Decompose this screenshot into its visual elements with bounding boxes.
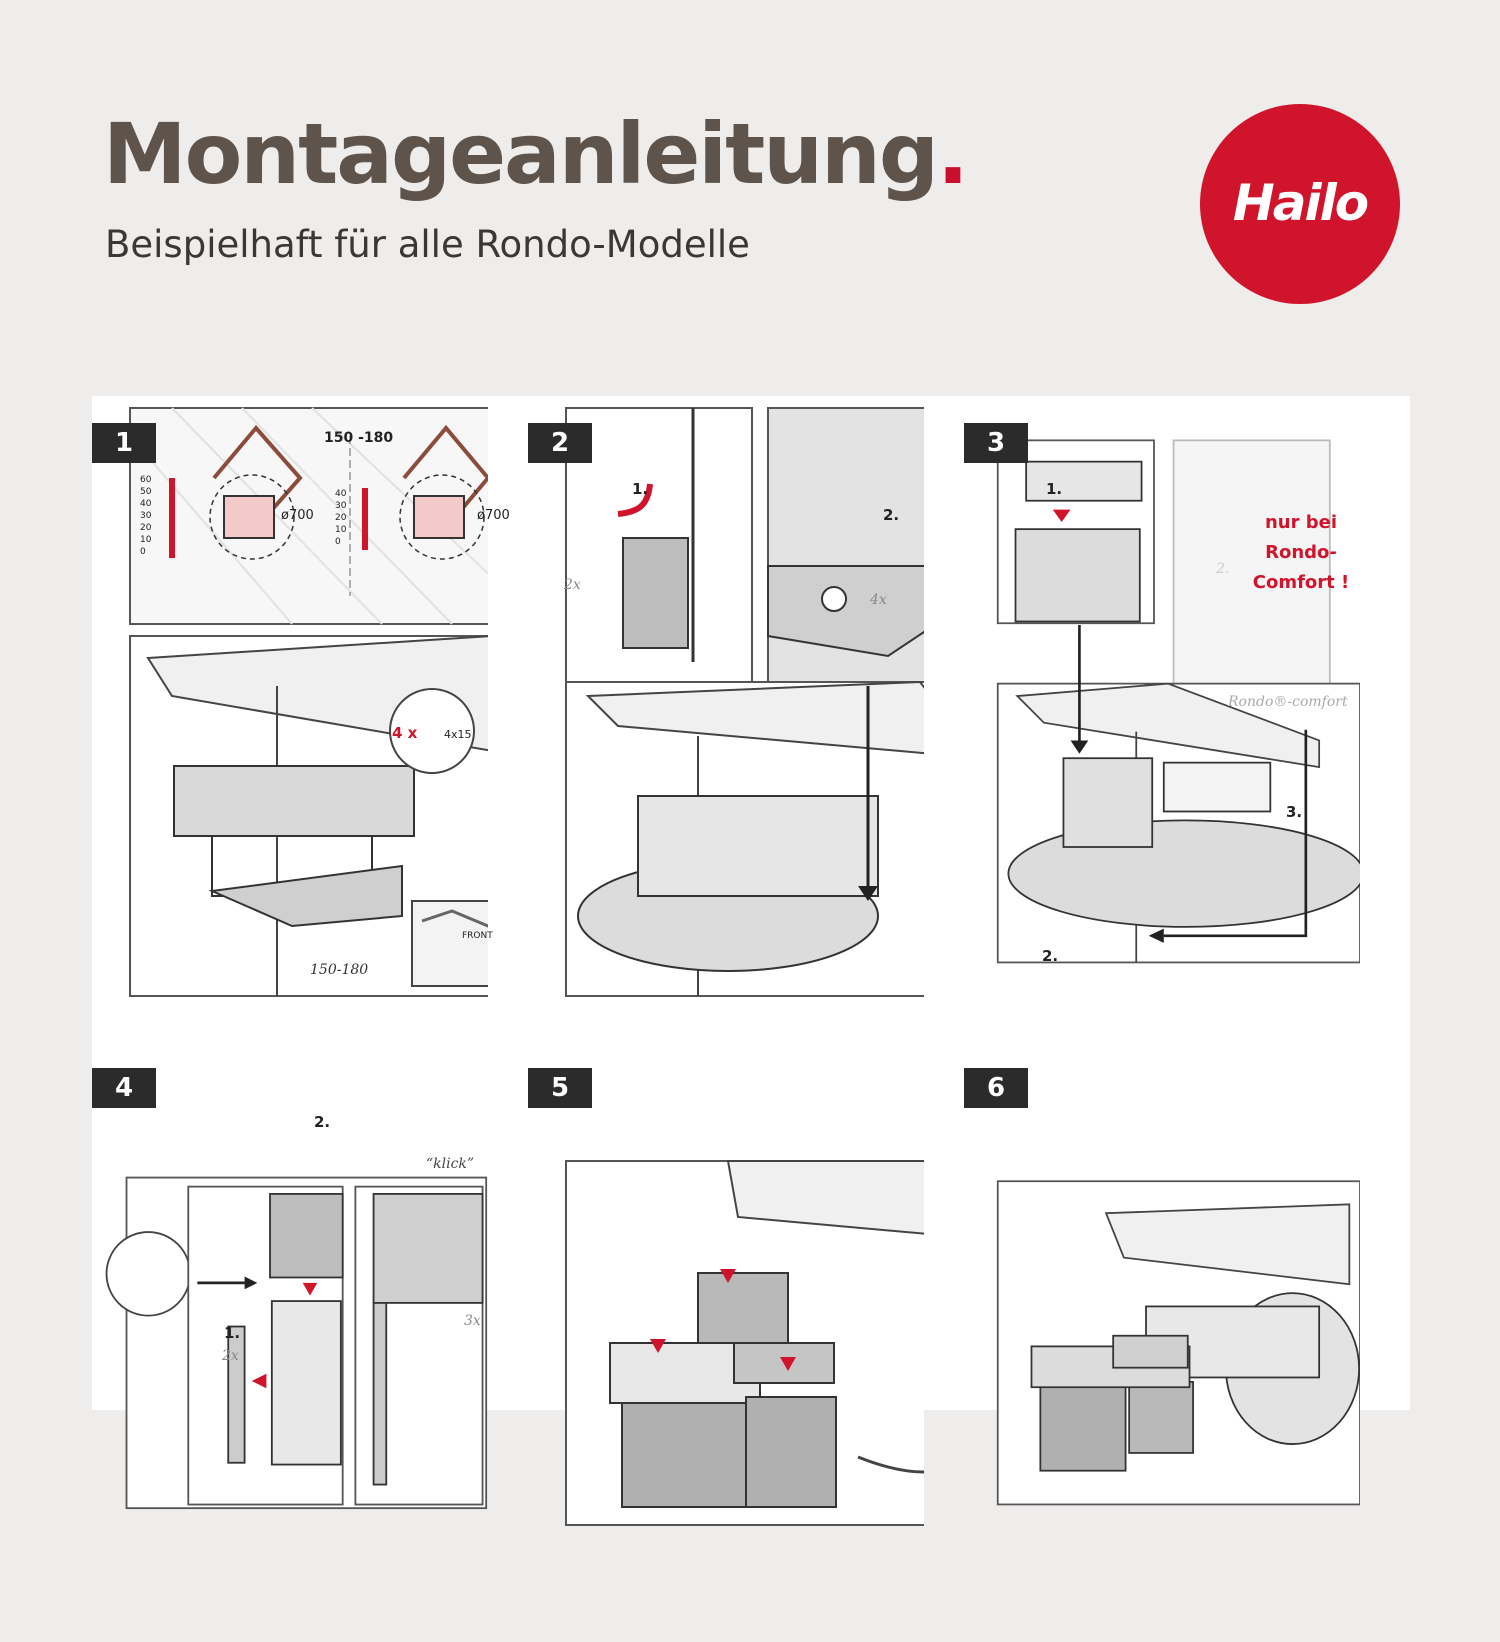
step-4-qty-1: 2x (222, 1348, 239, 1364)
step-5-illustration (565, 1160, 924, 1526)
step-4-illustration (105, 1176, 488, 1510)
step-1-illustration (129, 407, 488, 997)
instruction-sheet: 1 150 -180 60 50 40 30 20 10 0 40 30 20 … (92, 396, 1410, 1526)
step-4-label-1: 1. (224, 1324, 241, 1342)
step-3-illustration (996, 439, 1360, 964)
hailo-logo: Hailo (1200, 104, 1400, 304)
step-3-label-3: 3. (1286, 803, 1303, 821)
step-6-illustration (996, 1180, 1360, 1506)
step-5-panel: 5 (528, 1041, 924, 1642)
step-3-note-line-3: Comfort ! (1252, 572, 1350, 593)
step-3-label-2: 2. (1042, 947, 1059, 965)
page-subtitle: Beispielhaft für alle Rondo-Modelle (105, 223, 750, 266)
step-6-number: 6 (964, 1068, 1028, 1108)
step-3-number: 3 (964, 423, 1028, 463)
logo-text: Hailo (1232, 174, 1369, 232)
step-5-number: 5 (528, 1068, 592, 1108)
title-text: Montageanleitung (103, 105, 939, 203)
step-3-inset-caption: Rondo®-comfort (1228, 694, 1348, 710)
title-dot: . (936, 105, 969, 203)
step-2-qty-1: 2x (564, 577, 581, 593)
step-2-panel: 2 1. 2x 2. 4x (528, 396, 924, 997)
step-2-label-1: 1. (632, 480, 649, 498)
step-1-diameter-2: ø700 (477, 508, 510, 523)
step-3-note-line-1: nur bei (1264, 512, 1338, 533)
step-1-screw-size: 4x15 (444, 728, 472, 741)
step-1-panel: 1 150 -180 60 50 40 30 20 10 0 40 30 20 … (92, 396, 510, 997)
step-3-label-inset: 2. (1216, 561, 1230, 577)
step-1-diameter-1: ø700 (281, 508, 314, 523)
step-2-label-2: 2. (883, 506, 900, 524)
step-3-note: nur bei Rondo- Comfort ! (1232, 508, 1370, 598)
step-1-number: 1 (92, 423, 156, 463)
step-4-label-2: 2. (314, 1113, 331, 1131)
step-1-front-label: FRONT (462, 931, 493, 941)
step-4-panel: 4 1. 2x 2. “klick” 3x (92, 1041, 488, 1642)
step-3-note-line-2: Rondo- (1265, 542, 1337, 563)
step-3-panel: 3 1. 2. 3. 2. nur bei Rondo- Comfort ! R… (964, 396, 1360, 997)
step-2-qty-2: 4x (870, 592, 887, 608)
step-3-label-1: 1. (1046, 480, 1063, 498)
step-1-scale-2: 40 30 20 10 0 (335, 489, 347, 547)
step-1-range-bottom: 150-180 (310, 962, 369, 978)
step-1-scale-1: 60 50 40 30 20 10 0 (140, 475, 152, 557)
step-4-qty-2: 3x (464, 1313, 481, 1329)
step-2-number: 2 (528, 423, 592, 463)
step-1-screw-qty: 4 x (392, 724, 418, 742)
step-4-number: 4 (92, 1068, 156, 1108)
step-1-range-top: 150 -180 (324, 430, 394, 446)
page-title: Montageanleitung. (103, 112, 969, 196)
step-4-click: “klick” (426, 1156, 475, 1172)
step-2-illustration (565, 407, 924, 997)
step-6-panel: 6 (964, 1041, 1360, 1642)
